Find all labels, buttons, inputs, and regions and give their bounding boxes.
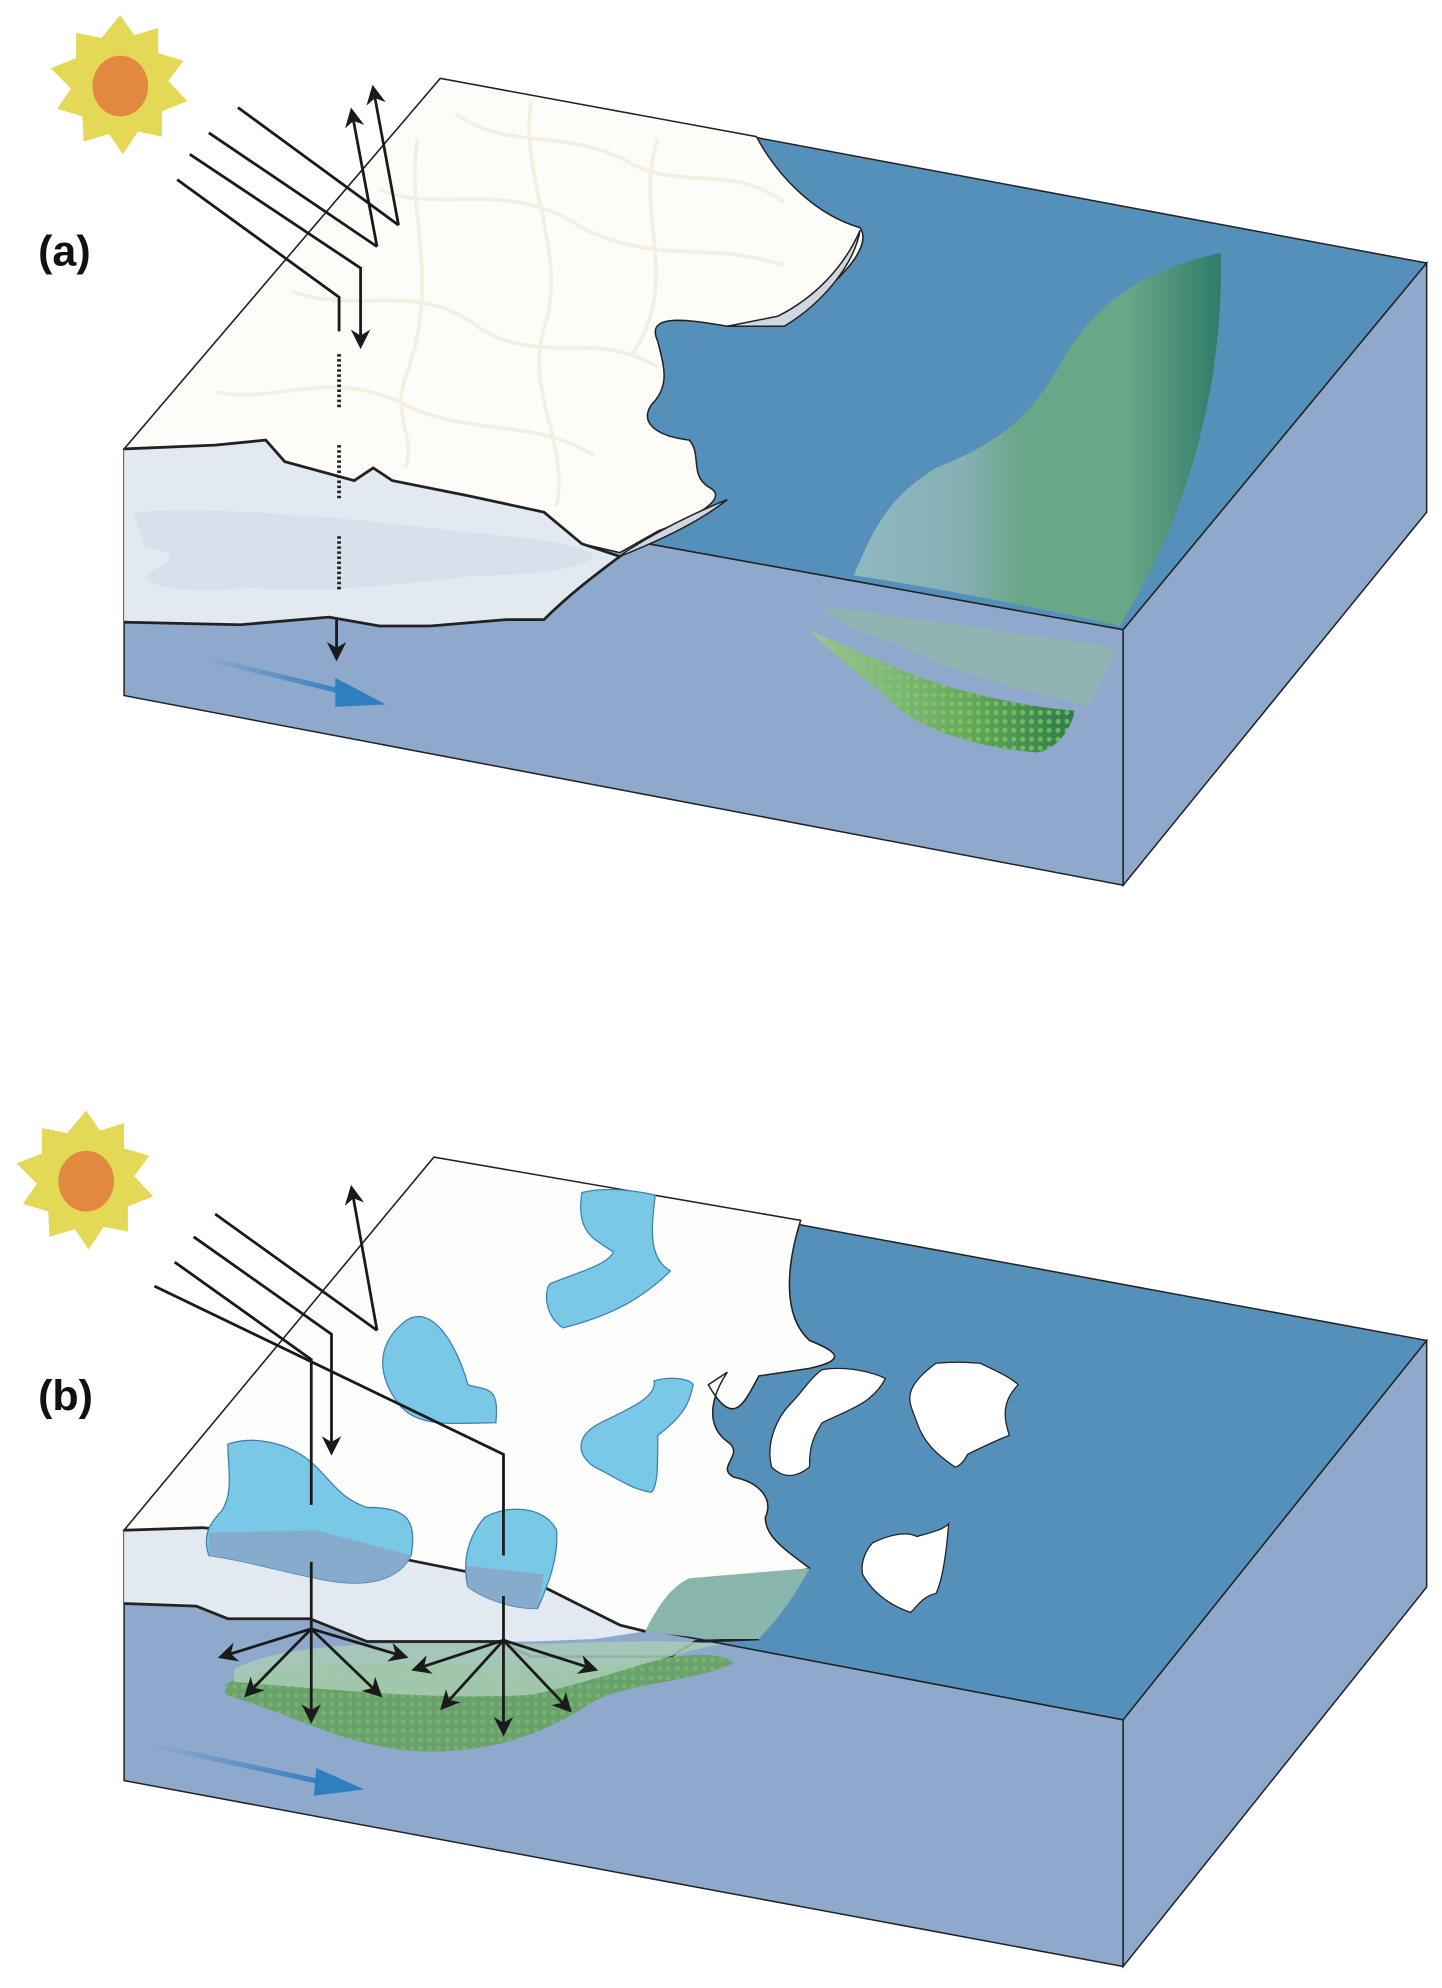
light-rays [153, 1184, 505, 1641]
scattered-light-arrows [217, 1627, 599, 1737]
panel-label-b: (b) [38, 1372, 93, 1420]
sun-icon [16, 1110, 154, 1250]
panel-label-a: (a) [38, 228, 91, 276]
ocean-current-arrow-icon [151, 1742, 365, 1796]
ice-floes [769, 1361, 1020, 1614]
ocean-side-face [1122, 1338, 1428, 1969]
sun-icon [50, 15, 188, 155]
light-rays [176, 84, 400, 662]
snow-texture [214, 100, 786, 507]
phytoplankton-bloom-surface [853, 252, 1221, 626]
panel-a: (a) [38, 15, 1429, 888]
panel-b: (b) [16, 1110, 1429, 1969]
ocean-side-face [1122, 260, 1428, 888]
ocean-current-arrow-icon [201, 655, 386, 707]
